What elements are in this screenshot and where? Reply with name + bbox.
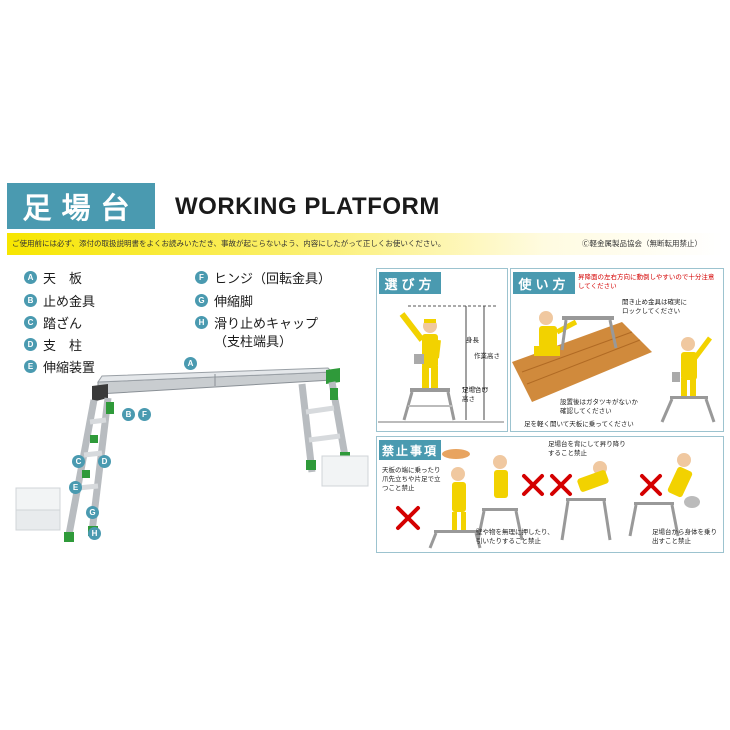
usage-check-wobble: 設置後はガタツキがないか確認してください xyxy=(560,398,638,415)
diagram-label-a: A xyxy=(184,357,197,370)
prohibited-item-push: 壁や物を無理に押したり、引いたりすること禁止 xyxy=(476,528,554,545)
diagram-label-e: E xyxy=(69,481,82,494)
diagram-label-c: C xyxy=(72,455,85,468)
selection-work-height: 作業高さ xyxy=(474,352,500,360)
diagram-label-b: B xyxy=(122,408,135,421)
part-h: H 滑り止めキャップ xyxy=(195,313,318,332)
part-a: A 天 板 xyxy=(24,268,82,287)
platform-illustration xyxy=(15,367,369,542)
selection-height-label: 身長 xyxy=(466,336,479,344)
badge-h: H xyxy=(195,316,208,329)
part-c-label: 踏ざん xyxy=(43,317,83,332)
diagram-label-h: H xyxy=(88,527,101,540)
title-ja: 足場台 xyxy=(7,183,155,229)
panel-selection xyxy=(376,268,508,432)
badge-c: C xyxy=(24,316,37,329)
selection-platform-height: 足場台の高さ xyxy=(462,386,488,403)
badge-g: G xyxy=(195,294,208,307)
prohibited-item-lean: 足場台から身体を乗り出すこと禁止 xyxy=(652,528,717,545)
title-en: WORKING PLATFORM xyxy=(175,193,440,220)
part-d: D 支 柱 xyxy=(24,335,82,354)
part-b-label: 止め金具 xyxy=(43,295,96,310)
part-g: G 伸縮脚 xyxy=(195,291,253,310)
part-g-label: 伸縮脚 xyxy=(214,295,254,310)
badge-b: B xyxy=(24,294,37,307)
diagram-label-d: D xyxy=(98,455,111,468)
badge-f: F xyxy=(195,271,208,284)
part-f: F ヒンジ（回転金具） xyxy=(195,268,331,287)
usage-check-lock: 開き止め金具は確実にロックしてください xyxy=(622,298,687,315)
panel-prohibited-title: 禁止事項 xyxy=(379,440,441,460)
prohibited-item-back: 足場台を背にして昇り降りすること禁止 xyxy=(548,440,626,457)
part-h-label: 滑り止めキャップ xyxy=(214,317,319,332)
part-b: B 止め金具 xyxy=(24,291,95,310)
notice-bar xyxy=(7,233,723,255)
diagram-label-g: G xyxy=(86,506,99,519)
prohibited-item-edge: 天板の端に乗ったり爪先立ちや片足で立つこと禁止 xyxy=(382,466,441,492)
panel-selection-title: 選び方 xyxy=(379,272,441,294)
part-d-label: 支 柱 xyxy=(43,339,83,354)
usage-illustration xyxy=(512,311,716,423)
usage-hold-top: 足を軽く開いて天板に乗ってください xyxy=(524,420,634,428)
part-e: E 伸縮装置 xyxy=(24,357,95,376)
notice-text: ご使用前には必ず、添付の取扱説明書をよくお読みいただき、事故が起こらないよう、内… xyxy=(12,239,446,248)
part-c: C 踏ざん xyxy=(24,313,82,332)
badge-e: E xyxy=(24,360,37,373)
usage-warning: 昇降面の左右方向に動倒しやすいので十分注意してください xyxy=(578,273,715,290)
part-e-label: 伸縮装置 xyxy=(43,361,96,376)
panel-usage-title: 使い方 xyxy=(513,272,575,294)
part-h-sub: （支柱端具） xyxy=(214,335,293,350)
prohibited-illustration xyxy=(396,449,700,549)
selection-illustration xyxy=(378,305,504,423)
badge-d: D xyxy=(24,338,37,351)
part-f-label: ヒンジ（回転金具） xyxy=(214,272,332,287)
copyright-text: Ⓒ軽金属製品協会（無断転用禁止） xyxy=(582,239,702,248)
part-a-label: 天 板 xyxy=(43,272,83,287)
diagram-label-f: F xyxy=(138,408,151,421)
badge-a: A xyxy=(24,271,37,284)
